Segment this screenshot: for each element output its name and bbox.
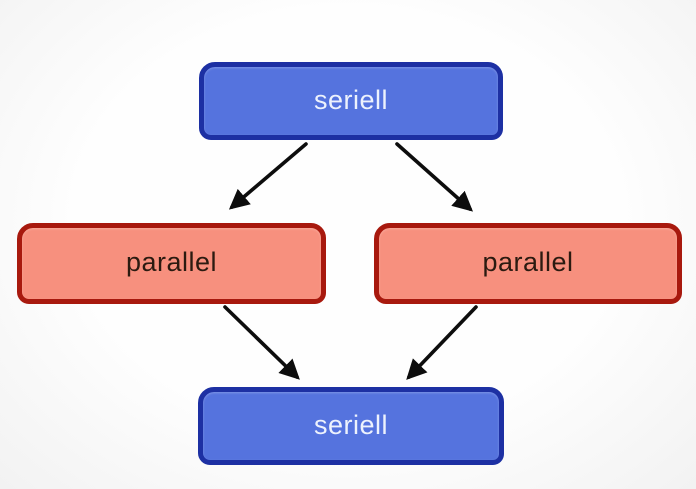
edge-seriell-top-to-parallel-right bbox=[395, 142, 474, 212]
node-label: parallel bbox=[125, 247, 218, 277]
node-parallel-left: parallel bbox=[17, 223, 326, 304]
node-parallel-right: parallel bbox=[374, 223, 682, 304]
edge-parallel-left-to-seriell-bottom bbox=[223, 305, 300, 380]
node-seriell-top: seriell bbox=[199, 62, 503, 140]
edge-parallel-right-to-seriell-bottom bbox=[406, 305, 478, 380]
node-label: parallel bbox=[482, 247, 574, 277]
node-seriell-bottom: seriell bbox=[198, 387, 504, 465]
edge-seriell-top-to-parallel-left bbox=[228, 142, 308, 210]
node-label: seriell bbox=[313, 409, 389, 440]
node-label: seriell bbox=[313, 84, 389, 115]
